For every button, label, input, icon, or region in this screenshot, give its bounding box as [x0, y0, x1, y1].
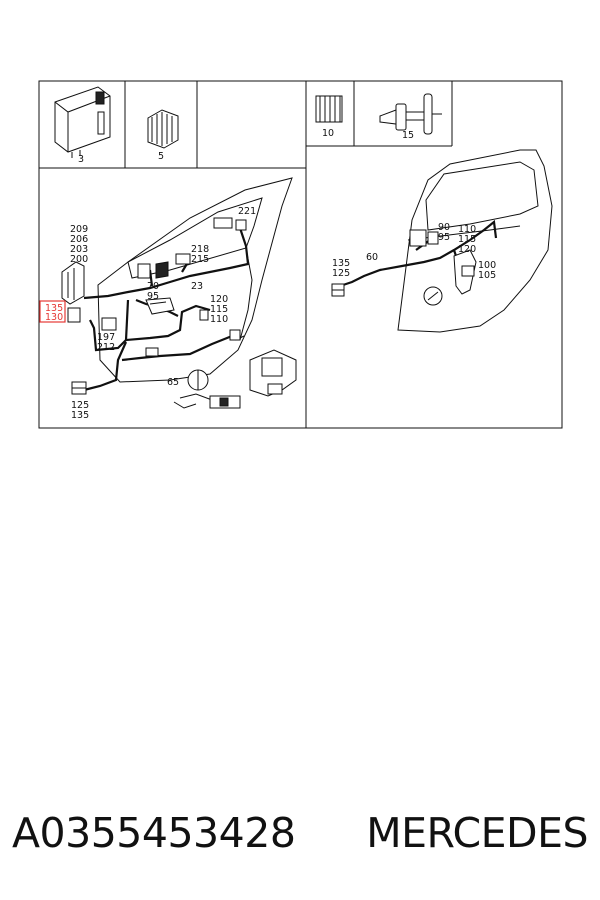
label-110-rear: 110 [458, 224, 476, 235]
connector-part-10 [315, 95, 343, 123]
part-number: A0355453428 [12, 809, 296, 857]
part-labels: 3 5 10 15 221 209 206 203 200 218 215 70… [45, 128, 496, 421]
label-15: 15 [402, 130, 414, 141]
highlight-box [39, 300, 66, 323]
label-203: 203 [70, 244, 88, 255]
label-90: 90 [438, 222, 450, 233]
label-10: 10 [322, 128, 334, 139]
caption-bar: A0355453428 MERCEDES [12, 798, 588, 868]
label-130: 130 [45, 312, 63, 323]
diagram-frame [38, 80, 563, 429]
label-100: 100 [478, 260, 496, 271]
label-209: 209 [70, 224, 88, 235]
label-200: 200 [70, 254, 88, 265]
label-125-front: 125 [71, 400, 89, 411]
label-212: 212 [97, 342, 115, 353]
connector-part-5 [147, 109, 179, 149]
label-135-rear: 135 [332, 258, 350, 269]
front-door-components [61, 217, 297, 409]
rear-door-components [331, 229, 477, 297]
label-3: 3 [78, 154, 84, 165]
label-115-front: 115 [210, 304, 228, 315]
label-221: 221 [238, 206, 256, 217]
label-105: 105 [478, 270, 496, 281]
label-197: 197 [97, 332, 115, 343]
label-65: 65 [167, 377, 179, 388]
label-95-rear: 95 [438, 232, 450, 243]
brand-name: MERCEDES [366, 809, 588, 857]
label-135-front: 135 [45, 303, 63, 314]
label-135-front-lower: 135 [71, 410, 89, 421]
label-215: 215 [191, 254, 209, 265]
label-218: 218 [191, 244, 209, 255]
label-60: 60 [366, 252, 378, 263]
label-5: 5 [158, 151, 164, 162]
label-110-front: 110 [210, 314, 228, 325]
parts-diagram: 3 5 10 15 221 209 206 203 200 218 215 70… [38, 80, 563, 429]
control-module-part-3 [54, 86, 111, 158]
label-115-rear: 115 [458, 234, 476, 245]
label-206: 206 [70, 234, 88, 245]
label-120-front: 120 [210, 294, 228, 305]
label-23: 23 [191, 281, 203, 292]
grommet-part-15 [379, 93, 442, 135]
label-70: 70 [147, 281, 159, 292]
label-125-rear: 125 [332, 268, 350, 279]
label-120-rear: 120 [458, 244, 476, 255]
label-95-front: 95 [147, 291, 159, 302]
